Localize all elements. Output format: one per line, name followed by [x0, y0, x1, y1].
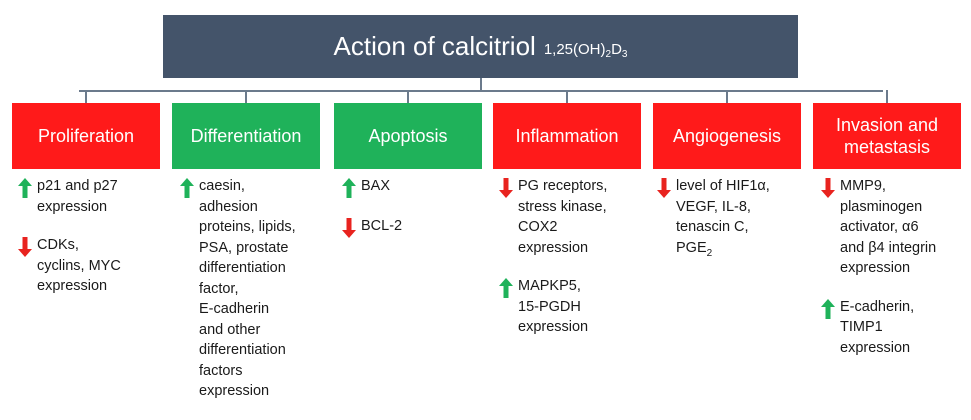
effect-text: BCL-2	[361, 216, 402, 237]
effect-item: level of HIF1α, VEGF, IL-8, tenascin C, …	[657, 176, 807, 264]
arrow-up-icon	[180, 178, 194, 198]
connector-inflammation	[566, 90, 568, 103]
effect-text-main: MMP9, plasminogen activator, α6 and β4 i…	[840, 178, 937, 276]
formula-sub-d: 3	[621, 49, 628, 60]
formula-base: 1,25(OH)	[543, 41, 606, 58]
arrow-down-icon	[657, 178, 671, 198]
effects-invasion-and-metastasis: MMP9, plasminogen activator, α6 and β4 i…	[821, 176, 971, 376]
arrow-up-icon	[821, 298, 835, 319]
category-angiogenesis: Angiogenesis	[653, 103, 801, 169]
effect-text: CDKs, cyclins, MYC expression	[37, 235, 121, 297]
effect-text-main: caesin, adhesion proteins, lipids, PSA, …	[199, 178, 296, 399]
effects-inflammation: PG receptors, stress kinase, COX2 expres…	[499, 176, 649, 356]
connector-trunk	[480, 78, 482, 91]
effect-text: E-cadherin, TIMP1 expression	[840, 297, 914, 359]
title-main: Action of calcitriol	[333, 31, 536, 61]
effect-text: level of HIF1α, VEGF, IL-8, tenascin C, …	[676, 176, 770, 264]
connector-apoptosis	[407, 90, 409, 103]
effect-item: BAX	[342, 176, 488, 198]
effect-text: PG receptors, stress kinase, COX2 expres…	[518, 176, 607, 258]
effect-text: MAPKP5, 15-PGDH expression	[518, 276, 588, 338]
category-apoptosis: Apoptosis	[334, 103, 482, 169]
effect-item: MAPKP5, 15-PGDH expression	[499, 276, 649, 338]
formula-d: D	[611, 41, 622, 58]
arrow-up-icon	[342, 178, 356, 198]
arrow-down-icon	[499, 178, 513, 198]
effects-apoptosis: BAX BCL-2	[342, 176, 488, 256]
arrow-down-icon	[18, 237, 32, 257]
effect-item: CDKs, cyclins, MYC expression	[18, 235, 166, 297]
title-formula: 1,25(OH)2D3	[544, 41, 628, 60]
category-differentiation: Differentiation	[172, 103, 320, 169]
effect-text-main: MAPKP5, 15-PGDH expression	[518, 278, 589, 335]
arrow-up-icon	[499, 278, 513, 298]
effect-item: E-cadherin, TIMP1 expression	[821, 297, 971, 359]
effect-item: MMP9, plasminogen activator, α6 and β4 i…	[821, 176, 971, 279]
formula-sub-oh: 2	[605, 49, 612, 60]
effect-text: p21 and p27 expression	[37, 176, 118, 217]
effect-text-main: BAX	[361, 178, 391, 194]
effect-text-main: level of HIF1α, VEGF, IL-8, tenascin C, …	[676, 178, 770, 256]
arrow-down-icon	[342, 218, 356, 238]
category-invasion-and-metastasis: Invasion and metastasis	[813, 103, 961, 169]
effect-item: PG receptors, stress kinase, COX2 expres…	[499, 176, 649, 258]
effect-text: MMP9, plasminogen activator, α6 and β4 i…	[840, 176, 936, 279]
effect-text-main: CDKs, cyclins, MYC expression	[37, 237, 121, 294]
effect-text-subscript: 2	[706, 247, 713, 259]
category-proliferation: Proliferation	[12, 103, 160, 169]
effects-angiogenesis: level of HIF1α, VEGF, IL-8, tenascin C, …	[657, 176, 807, 282]
arrow-down-icon	[821, 178, 835, 198]
effect-item: caesin, adhesion proteins, lipids, PSA, …	[180, 176, 330, 402]
effect-text-main: p21 and p27 expression	[37, 178, 118, 215]
effects-differentiation: caesin, adhesion proteins, lipids, PSA, …	[180, 176, 330, 420]
effect-text-main: PG receptors, stress kinase, COX2 expres…	[518, 178, 608, 256]
category-inflammation: Inflammation	[493, 103, 641, 169]
connector-angiogenesis	[726, 90, 728, 103]
effect-text: caesin, adhesion proteins, lipids, PSA, …	[199, 176, 296, 402]
connector-horizontal	[79, 90, 883, 92]
diagram-title: Action of calcitriol 1,25(OH)2D3	[163, 15, 798, 78]
effect-text-main: E-cadherin, TIMP1 expression	[840, 298, 915, 356]
connector-differentiation	[245, 90, 247, 103]
arrow-up-icon	[18, 178, 32, 198]
connector-proliferation	[85, 90, 87, 103]
effect-item: p21 and p27 expression	[18, 176, 166, 217]
effect-text-main: BCL-2	[361, 218, 403, 234]
effect-text: BAX	[361, 176, 390, 197]
effect-item: BCL-2	[342, 216, 488, 238]
connector-invasion-and-metastasis	[886, 90, 888, 103]
